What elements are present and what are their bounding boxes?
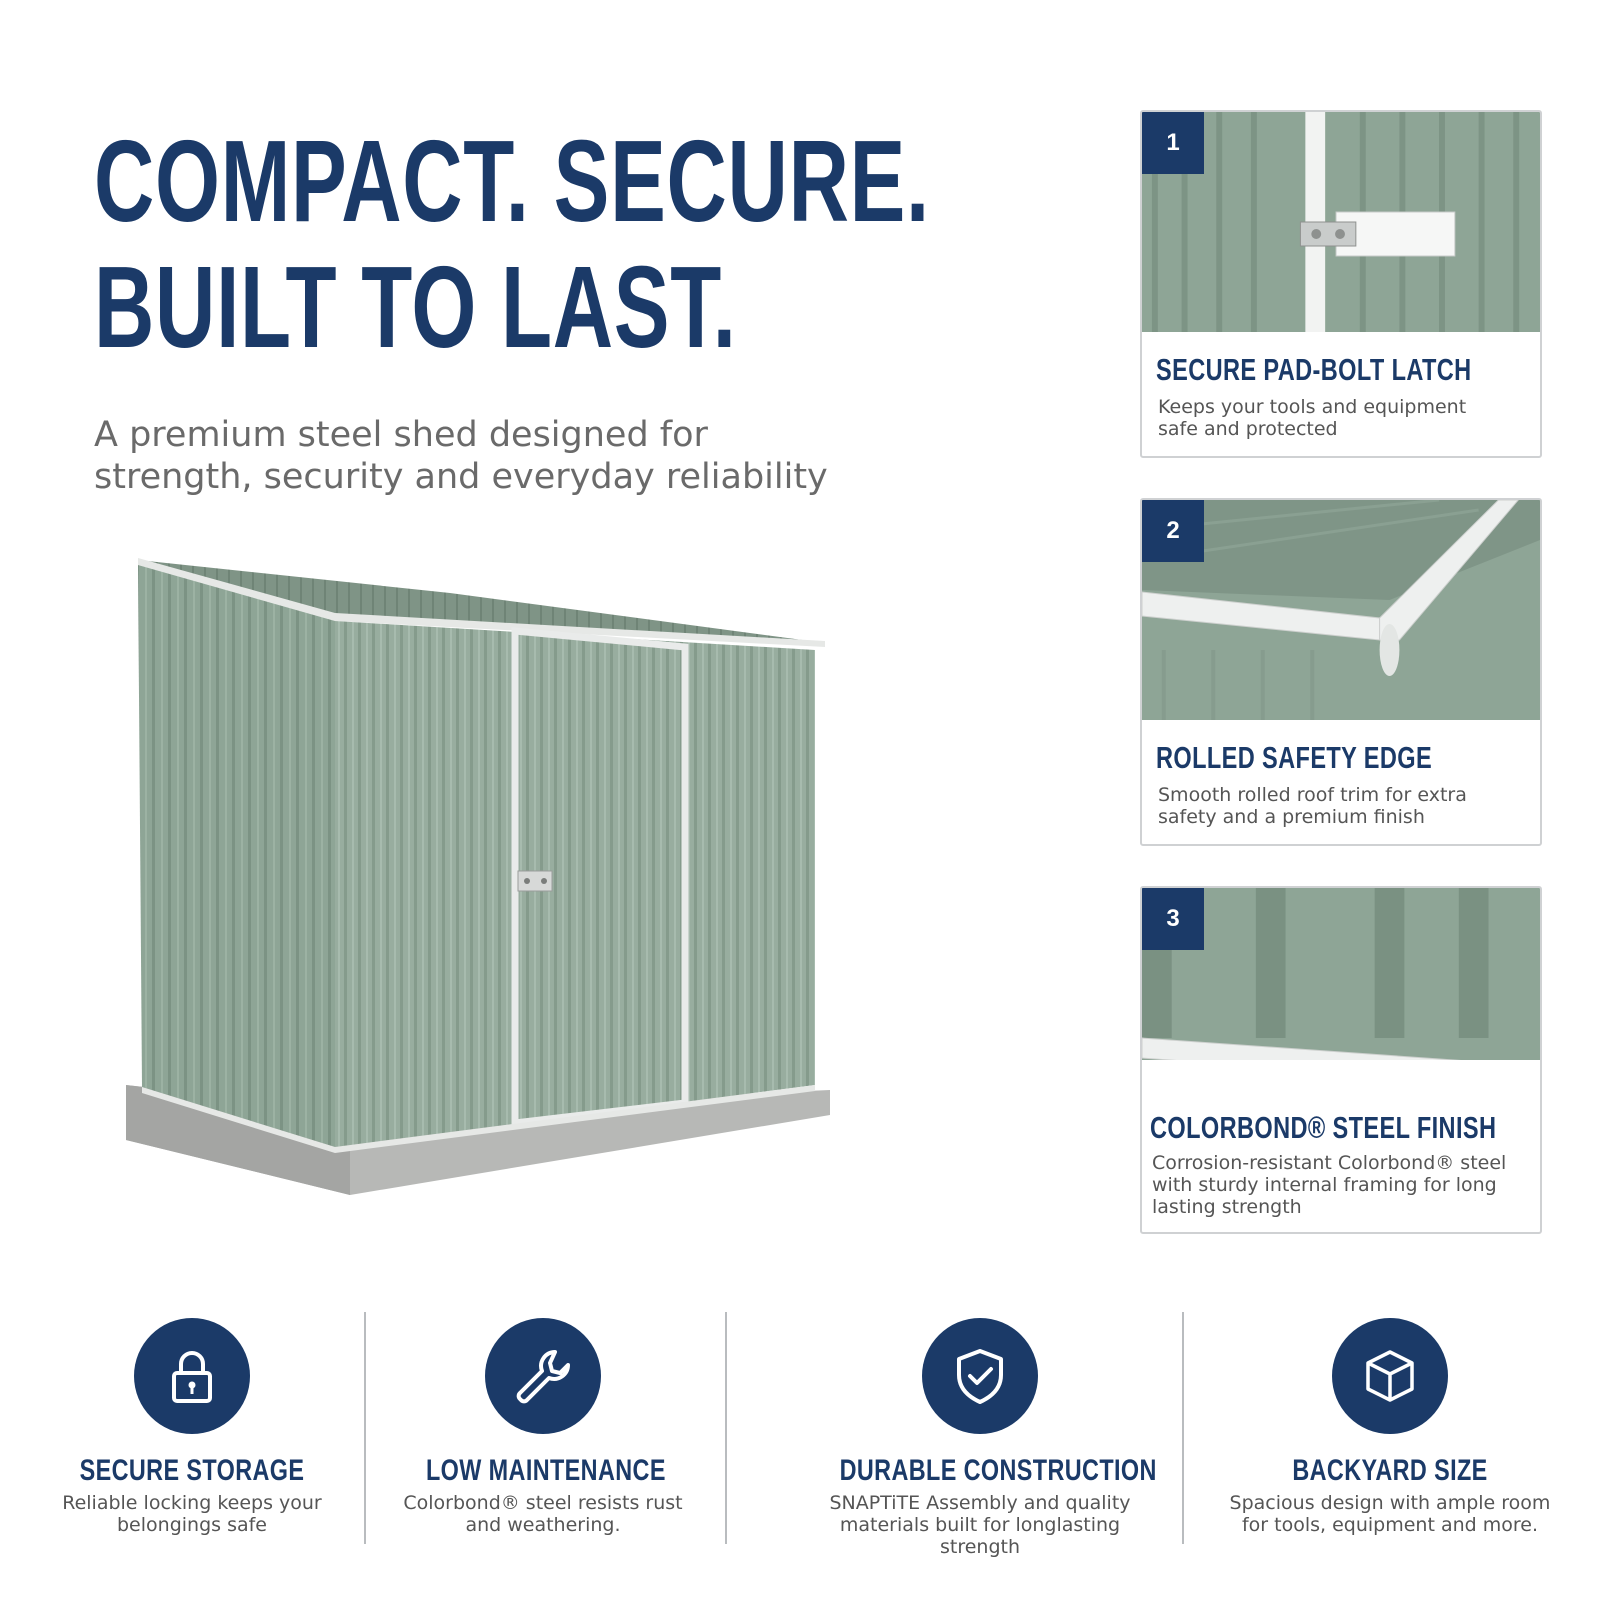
feature-icon-circle	[1332, 1318, 1448, 1434]
feature-desc-line: SNAPTiTE Assembly and quality	[829, 1492, 1131, 1514]
card-desc-line: with sturdy internal framing for long	[1152, 1174, 1497, 1196]
detail-card-1: 1 SECURE PAD-BOLT LATCH Keeps your tools…	[1140, 110, 1542, 458]
feature-icon-circle	[134, 1318, 250, 1434]
shield-check-icon	[957, 1349, 1003, 1404]
feature-desc-line: and weathering.	[465, 1514, 621, 1536]
card-desc-line: Smooth rolled roof trim for extra	[1158, 784, 1467, 806]
card-title: ROLLED SAFETY EDGE	[1156, 740, 1433, 775]
card-desc-line: Corrosion-resistant Colorbond® steel	[1152, 1152, 1507, 1174]
feature-low-maintenance: LOW MAINTENANCE Colorbond® steel resists…	[393, 1318, 693, 1536]
box-icon	[1366, 1350, 1414, 1402]
roof-edge-photo	[1142, 500, 1540, 720]
subtitle-line-2: strength, security and everyday reliabil…	[94, 457, 828, 497]
feature-icon-circle	[922, 1318, 1038, 1434]
card-description: Corrosion-resistant Colorbond® steel wit…	[1152, 1152, 1532, 1218]
card-desc-line: safety and a premium finish	[1158, 806, 1425, 828]
headline: COMPACT. SECURE. BUILT TO LAST.	[94, 116, 930, 372]
subtitle: A premium steel shed designed for streng…	[94, 414, 914, 498]
feature-durable-construction: DURABLE CONSTRUCTION SNAPTiTE Assembly a…	[800, 1318, 1160, 1558]
feature-description: Colorbond® steel resists rust and weathe…	[393, 1492, 693, 1536]
steel-finish-photo	[1142, 888, 1540, 1108]
card-number-badge: 2	[1142, 500, 1204, 562]
card-desc-line: lasting strength	[1152, 1196, 1302, 1218]
feature-divider	[364, 1312, 366, 1544]
feature-title: DURABLE CONSTRUCTION	[839, 1454, 1157, 1487]
wrench-icon	[516, 1350, 570, 1404]
headline-line-2: BUILT TO LAST.	[94, 242, 737, 372]
feature-divider	[725, 1312, 727, 1544]
card-number-badge: 1	[1142, 112, 1204, 174]
headline-line-1: COMPACT. SECURE.	[94, 116, 930, 246]
card-desc-line: Keeps your tools and equipment	[1158, 396, 1467, 418]
feature-desc-line: for tools, equipment and more.	[1241, 1514, 1539, 1536]
feature-description: SNAPTiTE Assembly and quality materials …	[800, 1492, 1160, 1558]
shed-image	[126, 558, 830, 1195]
feature-description: Reliable locking keeps your belongings s…	[42, 1492, 342, 1536]
detail-card-3: 3 COLORBOND® STEEL FINISH Corrosion-resi…	[1140, 886, 1542, 1234]
feature-secure-storage: SECURE STORAGE Reliable locking keeps yo…	[42, 1318, 342, 1536]
feature-title: BACKYARD SIZE	[1292, 1454, 1488, 1487]
latch-photo	[1142, 112, 1540, 332]
subtitle-line-1: A premium steel shed designed for	[94, 415, 708, 455]
feature-desc-line: materials built for longlasting strength	[839, 1514, 1121, 1558]
feature-desc-line: belongings safe	[117, 1514, 267, 1536]
detail-card-2: 2 ROLLED SAFETY EDGE Smooth rolled roof …	[1140, 498, 1542, 846]
feature-description: Spacious design with ample room for tool…	[1210, 1492, 1570, 1536]
feature-divider	[1182, 1312, 1184, 1544]
feature-title: SECURE STORAGE	[79, 1454, 305, 1487]
card-title: COLORBOND® STEEL FINISH	[1150, 1110, 1497, 1145]
feature-backyard-size: BACKYARD SIZE Spacious design with ample…	[1210, 1318, 1570, 1536]
feature-icon-circle	[485, 1318, 601, 1434]
card-description: Keeps your tools and equipment safe and …	[1158, 396, 1518, 440]
feature-title: LOW MAINTENANCE	[426, 1454, 666, 1487]
feature-desc-line: Reliable locking keeps your	[62, 1492, 322, 1514]
feature-desc-line: Colorbond® steel resists rust	[403, 1492, 683, 1514]
feature-desc-line: Spacious design with ample room	[1229, 1492, 1551, 1514]
card-number-badge: 3	[1142, 888, 1204, 950]
card-desc-line: safe and protected	[1158, 418, 1338, 440]
card-title: SECURE PAD-BOLT LATCH	[1156, 352, 1472, 387]
lock-icon	[172, 1351, 212, 1403]
card-description: Smooth rolled roof trim for extra safety…	[1158, 784, 1518, 828]
